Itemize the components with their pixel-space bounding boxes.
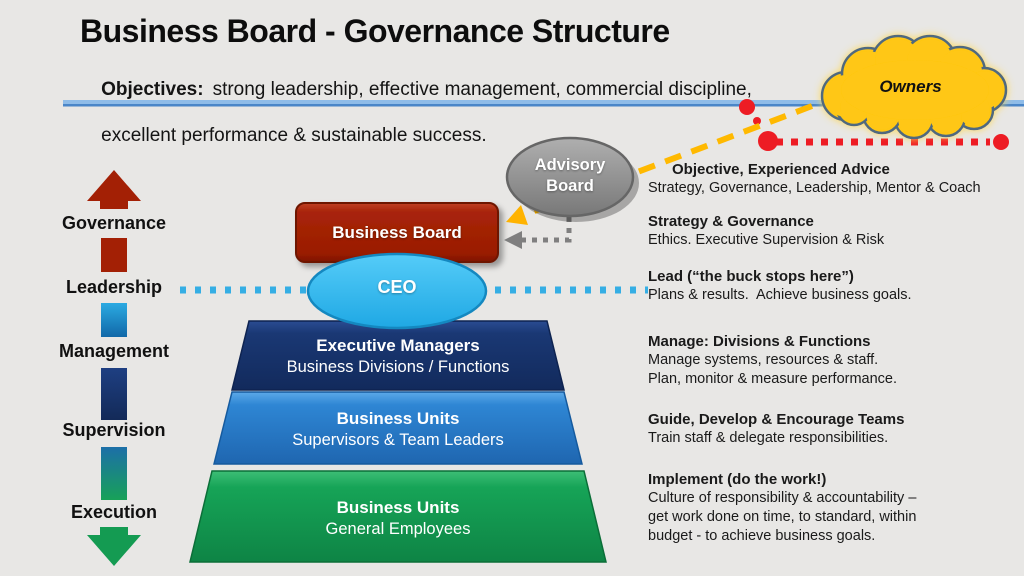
annotation-execution: Implement (do the work!) Culture of resp… xyxy=(648,470,1016,546)
advisory-board-shape xyxy=(505,136,639,222)
ceo-shape xyxy=(306,252,488,330)
annotation-line: budget - to achieve business goals. xyxy=(648,528,876,544)
level-title: Business Units xyxy=(336,497,460,517)
annotation-line: Train staff & delegate responsibilities. xyxy=(648,430,889,446)
objectives-label: Objectives: xyxy=(101,79,204,100)
annotation-title: Implement (do the work!) xyxy=(648,471,827,488)
annotation-title: Lead (“the buck stops here”) xyxy=(648,268,854,285)
axis-label-leadership: Leadership xyxy=(65,277,163,297)
page-title: Business Board - Governance Structure xyxy=(80,13,670,49)
annotation-management: Manage: Divisions & Functions Manage sys… xyxy=(648,332,1016,389)
level-business-units-employees-shape xyxy=(189,470,607,563)
owners-cloud-shape xyxy=(820,34,1008,140)
annotation-line: Plans & results. Achieve business goals. xyxy=(648,287,912,303)
annotation-line: Plan, monitor & measure performance. xyxy=(648,371,898,387)
level-business-units-employees-text: Business Units General Employees xyxy=(195,487,601,549)
annotation-line: get work done on time, to standard, with… xyxy=(648,509,917,525)
level-title: Executive Managers xyxy=(316,335,480,355)
annotation-governance: Strategy & Governance Ethics. Executive … xyxy=(648,212,1016,250)
owners-red-dotted-connector xyxy=(739,99,1009,151)
level-subtitle: Supervisors & Team Leaders xyxy=(292,430,504,449)
gray-arrowhead-icon xyxy=(504,231,522,249)
axis-label-governance: Governance xyxy=(61,213,167,233)
annotation-line: Ethics. Executive Supervision & Risk xyxy=(648,232,885,248)
header-rule xyxy=(63,100,1024,107)
level-business-units-supervisors-text: Business Units Supervisors & Team Leader… xyxy=(216,399,580,459)
annotation-title: Manage: Divisions & Functions xyxy=(648,333,871,350)
advisory-gray-dotted-connector xyxy=(504,217,572,249)
advisory-line1: Advisory xyxy=(534,156,606,174)
governance-axis-arrow xyxy=(87,170,141,566)
annotation-title: Guide, Develop & Encourage Teams xyxy=(648,411,905,428)
axis-label-supervision: Supervision xyxy=(62,420,166,440)
objectives-text: Objectives: strong leadership, effective … xyxy=(80,55,860,170)
annotation-supervision: Guide, Develop & Encourage Teams Train s… xyxy=(648,410,1016,448)
business-board-label: Business Board xyxy=(332,222,462,242)
advisory-line2: Board xyxy=(546,177,594,195)
level-title: Business Units xyxy=(336,408,460,428)
level-executive-managers-text: Executive Managers Business Divisions / … xyxy=(233,327,563,385)
annotation-title: Strategy & Governance xyxy=(648,213,814,230)
annotation-line: Culture of responsibility & accountabili… xyxy=(648,490,917,506)
level-business-units-supervisors-shape xyxy=(213,391,583,465)
axis-label-management: Management xyxy=(58,341,170,361)
annotation-title: Objective, Experienced Advice xyxy=(672,161,890,178)
ceo-label: CEO xyxy=(377,277,417,297)
objectives-line2: excellent performance & sustainable succ… xyxy=(101,125,487,146)
axis-down-arrowhead xyxy=(87,527,141,566)
level-subtitle: Business Divisions / Functions xyxy=(286,357,510,376)
annotation-leadership: Lead (“the buck stops here”) Plans & res… xyxy=(648,267,1016,305)
objectives-line1: strong leadership, effective management,… xyxy=(212,79,752,100)
owners-cloud-label: Owners xyxy=(879,77,942,96)
annotation-line: Manage systems, resources & staff. xyxy=(648,352,879,368)
advisory-board-label: Advisory Board xyxy=(507,155,633,197)
pyramid xyxy=(189,320,607,563)
level-subtitle: General Employees xyxy=(325,519,471,538)
axis-up-arrowhead xyxy=(87,170,141,209)
yellow-arrowhead-icon xyxy=(506,205,528,225)
annotation-line: Strategy, Governance, Leadership, Mentor… xyxy=(648,180,981,196)
annotation-advisory: Objective, Experienced Advice Strategy, … xyxy=(648,160,1016,198)
axis-label-execution: Execution xyxy=(70,502,158,522)
